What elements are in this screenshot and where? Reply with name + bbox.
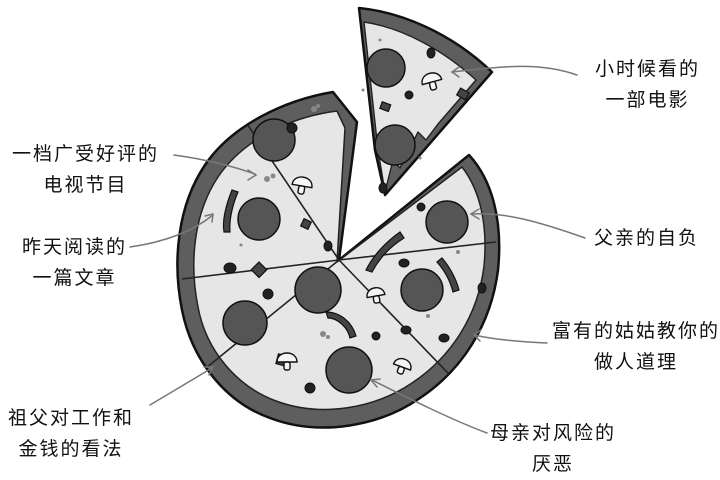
label-mother-risk-line-1: 母亲对风险的 xyxy=(490,422,617,444)
arrow-grandfather-money xyxy=(149,366,215,406)
arrow-father-pride xyxy=(469,208,586,239)
label-childhood-movie-line-2: 一部电影 xyxy=(605,89,690,111)
arrow-tv-show xyxy=(173,154,258,181)
label-grandfather-money-line-2: 金钱的看法 xyxy=(18,438,124,460)
label-childhood-movie-line-1: 小时候看的 xyxy=(595,58,701,80)
label-grandfather-money: 祖父对工作和 金钱的看法 xyxy=(8,403,134,465)
pepper-toppings xyxy=(222,87,471,367)
label-article-line-2: 一篇文章 xyxy=(32,267,117,289)
olive-toppings xyxy=(223,47,487,394)
mushroom-toppings xyxy=(276,72,443,375)
label-tv-show-line-1: 一档广受好评的 xyxy=(12,143,160,165)
label-article-line-1: 昨天阅读的 xyxy=(22,236,128,258)
label-aunt-teaching-line-1: 富有的姑姑教你的 xyxy=(552,320,720,342)
label-tv-show: 一档广受好评的 电视节目 xyxy=(12,139,159,201)
herb-specks xyxy=(239,38,460,339)
label-grandfather-money-line-1: 祖父对工作和 xyxy=(8,407,135,429)
label-article: 昨天阅读的 一篇文章 xyxy=(22,232,127,294)
label-tv-show-line-2: 电视节目 xyxy=(43,174,128,196)
arrow-article xyxy=(129,213,214,248)
label-aunt-teaching: 富有的姑姑教你的 做人道理 xyxy=(552,316,720,378)
label-father-pride-line-1: 父亲的自负 xyxy=(594,227,700,249)
label-childhood-movie: 小时候看的 一部电影 xyxy=(595,54,700,116)
label-aunt-teaching-line-2: 做人道理 xyxy=(594,351,679,373)
annotation-arrows xyxy=(129,65,586,434)
pepperoni-toppings xyxy=(222,48,469,394)
label-father-pride: 父亲的自负 xyxy=(594,223,699,254)
arrow-mother-risk xyxy=(369,378,488,434)
arrow-childhood-movie xyxy=(450,65,578,78)
label-mother-risk: 母亲对风险的 厌恶 xyxy=(490,418,616,480)
label-mother-risk-line-2: 厌恶 xyxy=(532,453,575,475)
arrow-aunt-teaching xyxy=(472,329,548,344)
